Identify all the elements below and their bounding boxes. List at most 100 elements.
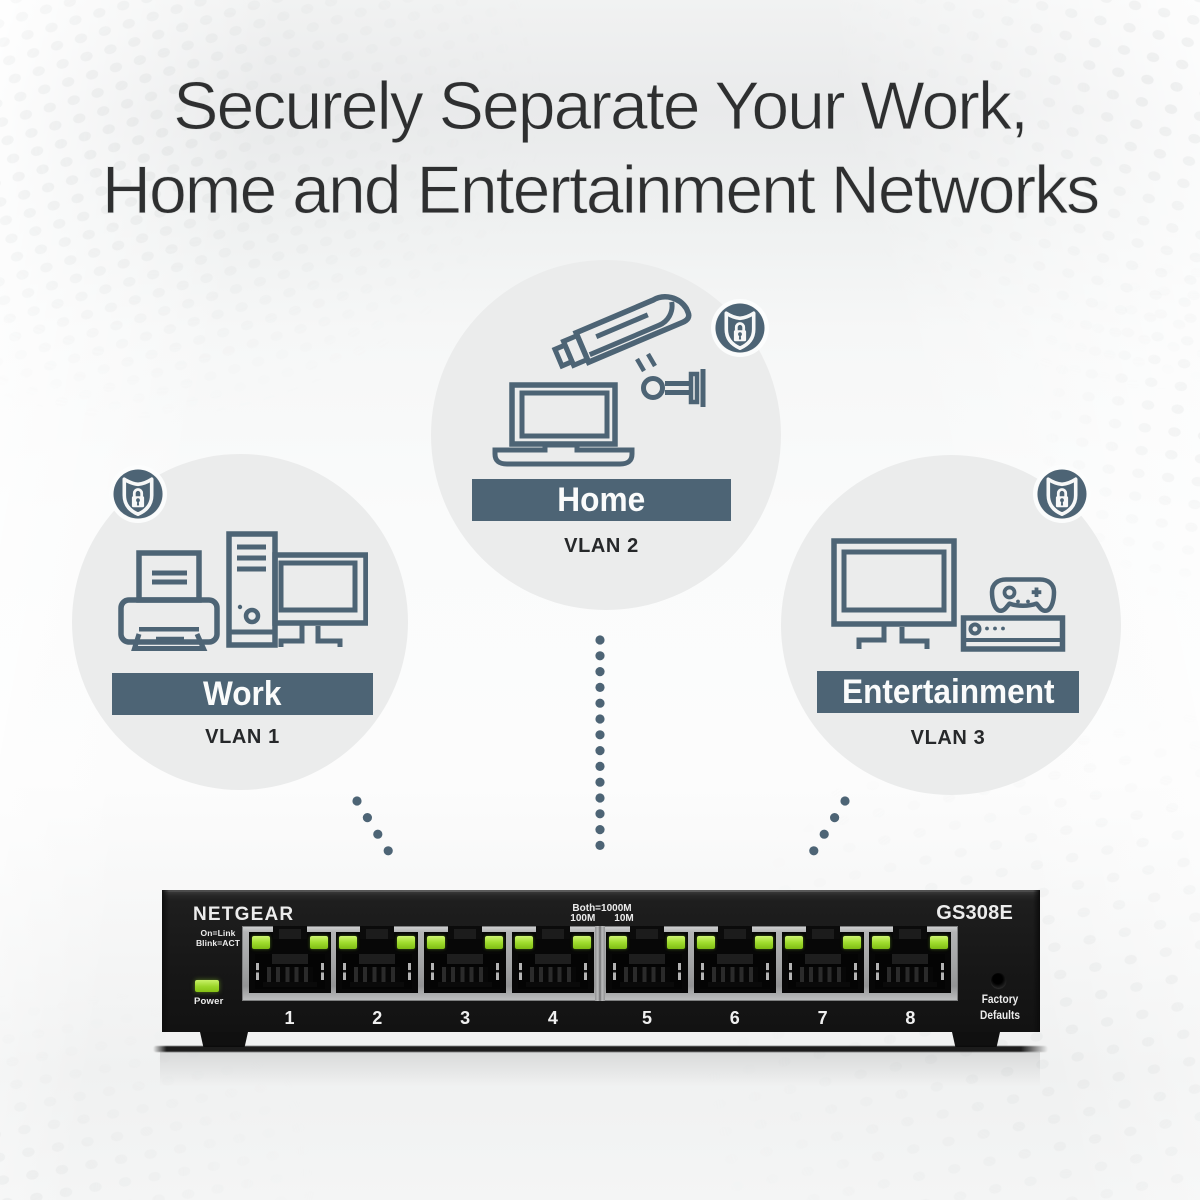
home-devices-icon bbox=[489, 283, 719, 478]
connector-dot bbox=[595, 840, 605, 851]
port-cavity bbox=[254, 954, 325, 989]
port-led-right bbox=[572, 936, 591, 949]
connector-dot bbox=[595, 730, 605, 740]
page-title-line1: Securely Separate Your Work, bbox=[173, 68, 1030, 145]
netgear-logo: NETGEAR bbox=[193, 903, 295, 925]
home-label: Home bbox=[557, 480, 646, 519]
entertainment-label-bar: Entertainment bbox=[817, 671, 1079, 713]
connector-dot bbox=[840, 796, 850, 806]
port-latch-tab bbox=[360, 926, 395, 939]
switch-foot-right bbox=[952, 1032, 1000, 1047]
switch-shadow bbox=[153, 1046, 1048, 1052]
port-slot-left bbox=[700, 963, 704, 980]
port-slot-right bbox=[320, 963, 324, 980]
port-led-left bbox=[784, 936, 803, 949]
factory-defaults-line1: Factory bbox=[981, 994, 1019, 1006]
connector-dot bbox=[819, 829, 829, 839]
port-slot-right bbox=[678, 963, 681, 980]
port-led-left bbox=[609, 936, 627, 949]
port-latch-tab bbox=[448, 926, 483, 939]
speed-legend: Both=1000M 100M 10M bbox=[532, 904, 672, 923]
connector-dot bbox=[595, 714, 605, 724]
entertainment-devices-icon bbox=[826, 530, 1071, 655]
port-slot-right bbox=[408, 963, 412, 980]
port-slot-right bbox=[583, 963, 587, 980]
port-led-right bbox=[754, 936, 773, 949]
port-pins bbox=[262, 967, 317, 987]
port-cavity bbox=[875, 954, 946, 989]
port-latch-tab bbox=[805, 926, 840, 939]
port-led-left bbox=[514, 936, 533, 949]
rj45-port-7 bbox=[781, 926, 864, 993]
connector-dot bbox=[352, 796, 362, 806]
page-title-line2: Home and Entertainment Networks bbox=[101, 152, 1100, 229]
port-led-left bbox=[696, 936, 715, 949]
port-latch-tab bbox=[272, 926, 307, 939]
power-led bbox=[195, 980, 219, 992]
port-group-divider bbox=[594, 926, 605, 1001]
led-legend-line1: On=Link bbox=[200, 928, 236, 938]
work-shield-lock-icon bbox=[113, 469, 163, 519]
port-slot-left bbox=[255, 963, 259, 980]
port-pins bbox=[350, 967, 405, 987]
rj45-port-2 bbox=[336, 926, 419, 993]
port-cavity bbox=[699, 954, 770, 989]
led-legend-line2: Blink=ACT bbox=[195, 937, 241, 948]
port-latch-tab bbox=[535, 926, 570, 939]
connector-dot bbox=[373, 829, 383, 839]
switch: NETGEAR GS308E On=Link Blink=ACT Both=10… bbox=[162, 890, 1040, 1032]
connector-dot bbox=[595, 777, 605, 787]
port-led-left bbox=[427, 936, 446, 949]
connector-dot bbox=[595, 667, 605, 677]
port-cavity bbox=[787, 954, 858, 989]
port-pins bbox=[438, 967, 493, 987]
factory-defaults-line2: Defaults bbox=[980, 1009, 1020, 1022]
work-label: Work bbox=[203, 674, 282, 713]
rj45-port-4 bbox=[511, 926, 594, 993]
connector-dot bbox=[595, 761, 605, 772]
port-slot-left bbox=[876, 963, 880, 980]
connector-dot bbox=[595, 682, 605, 693]
switch-foot-left bbox=[200, 1032, 248, 1047]
port-slot-right bbox=[853, 963, 857, 980]
port-slot-left bbox=[431, 963, 435, 980]
entertainment-label: Entertainment bbox=[841, 672, 1055, 711]
connector-dot bbox=[830, 813, 840, 823]
port-led-right bbox=[485, 936, 504, 949]
port-led-right bbox=[930, 936, 949, 949]
port-pins bbox=[620, 967, 674, 987]
work-vlan-label: VLAN 1 bbox=[205, 726, 280, 748]
speed-legend-100: 100M bbox=[570, 912, 596, 924]
rj45-port-1 bbox=[248, 926, 331, 993]
port-number-1: 1 bbox=[284, 1007, 295, 1028]
port-led-left bbox=[339, 936, 358, 949]
port-led-right bbox=[842, 936, 861, 949]
port-latch-tab bbox=[893, 926, 928, 939]
connector-dot bbox=[362, 813, 372, 823]
connector-dot bbox=[595, 746, 605, 756]
port-number-5: 5 bbox=[641, 1007, 652, 1028]
port-led-right bbox=[397, 936, 416, 949]
connector-dot bbox=[595, 793, 605, 803]
port-led-right bbox=[309, 936, 328, 949]
model-label: GS308E bbox=[936, 902, 1013, 924]
port-latch-tab bbox=[630, 926, 664, 939]
power-label: Power bbox=[194, 996, 224, 1007]
port-cavity bbox=[612, 954, 682, 989]
factory-defaults-button[interactable] bbox=[991, 973, 1006, 988]
port-pins bbox=[525, 967, 580, 987]
port-led-left bbox=[872, 936, 891, 949]
rj45-port-6 bbox=[693, 926, 776, 993]
switch-left-bevel bbox=[162, 890, 169, 1032]
port-led-right bbox=[667, 936, 685, 949]
work-devices-icon bbox=[118, 531, 368, 656]
port-number-6: 6 bbox=[729, 1007, 740, 1028]
port-slot-left bbox=[788, 963, 792, 980]
port-slot-right bbox=[941, 963, 945, 980]
port-pins bbox=[883, 967, 938, 987]
port-slot-right bbox=[765, 963, 769, 980]
led-legend: On=Link Blink=ACT bbox=[195, 928, 241, 948]
entertainment-vlan-label: VLAN 3 bbox=[910, 727, 986, 749]
